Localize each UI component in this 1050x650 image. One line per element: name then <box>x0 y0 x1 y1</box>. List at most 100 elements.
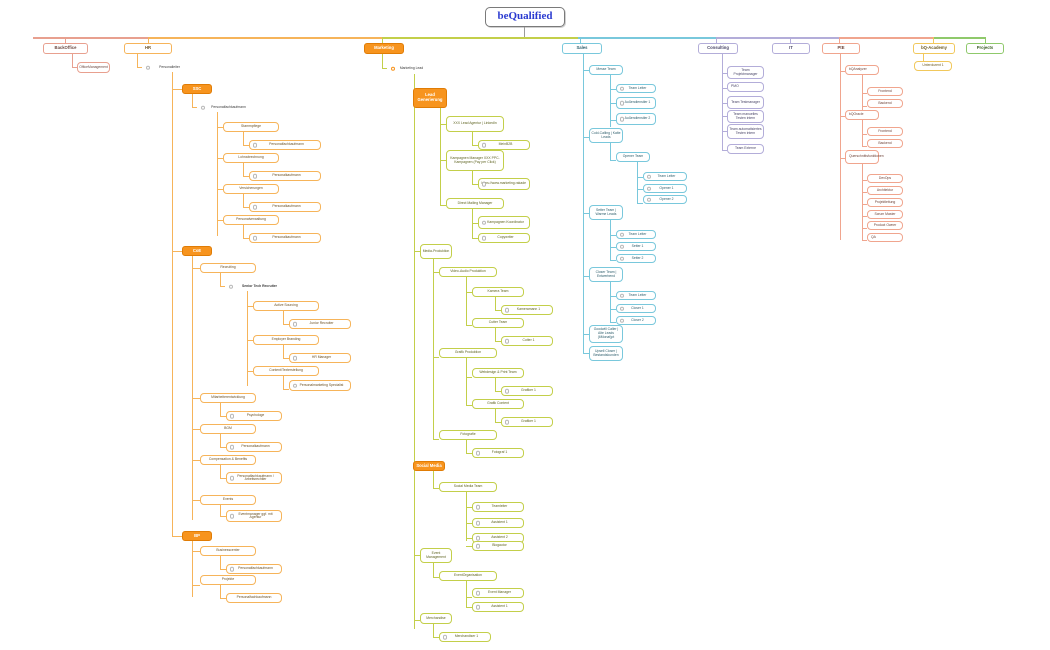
node-opener-1[interactable]: Opener 1 <box>643 184 687 193</box>
node-aussendienstler-2[interactable]: Außendienstler 2 <box>616 113 656 125</box>
node-merchandiser-1[interactable]: Merchandiser 1 <box>439 632 491 642</box>
branch-pte[interactable]: PtE <box>822 43 860 54</box>
branch-marketing[interactable]: Marketing <box>364 43 404 54</box>
node-scrum-master[interactable]: Scrum Master <box>867 210 903 219</box>
node-grafiker-1a[interactable]: Grafiker 1 <box>501 386 553 396</box>
node-messe-team-leiter[interactable]: Team Leiter <box>616 84 656 93</box>
node-pmo[interactable]: PMO <box>727 82 764 92</box>
node-bqoracle-backend[interactable]: Backend <box>867 139 903 148</box>
node-kampagnen-koordinator[interactable]: Kampagnen Koordinator <box>478 216 530 229</box>
node-querschnittsfunktionen[interactable]: Querschnittsfunktionen <box>845 150 884 164</box>
node-kameramann-1[interactable]: Kameramann 1 <box>501 305 553 315</box>
node-sm-assistent-1[interactable]: Assistent 1 <box>472 518 524 528</box>
node-marketing-lead[interactable]: Marketing Lead <box>387 63 433 74</box>
node-webdesign-print-team[interactable]: Webdesign & Print Team <box>472 368 524 378</box>
node-qa[interactable]: QA <box>867 233 903 242</box>
node-setter-team[interactable]: Setter Team | Warme Leads <box>589 205 623 220</box>
node-events[interactable]: Events <box>200 495 256 505</box>
node-eventorganisation[interactable]: EventOrganisation <box>439 571 497 581</box>
node-team-externe[interactable]: Team Externe <box>727 144 764 154</box>
node-meinb2b[interactable]: MeinB2B <box>478 140 530 150</box>
node-personalverwaltung[interactable]: Personalverwaltung <box>223 215 279 225</box>
root-node[interactable]: beQualified <box>485 7 565 27</box>
node-ssc-lead[interactable]: Personalfachkaufmann <box>197 103 257 112</box>
node-sm-teamleiter[interactable]: Teamleiter <box>472 502 524 512</box>
group-ssc[interactable]: SSC <box>182 84 212 94</box>
node-grafiker-1b[interactable]: Grafiker 1 <box>501 417 553 427</box>
node-grafik-content[interactable]: Grafik Content <box>472 399 524 409</box>
node-eventmanager[interactable]: Eventmanager ggf. mit Agentur <box>226 510 282 522</box>
branch-hr[interactable]: HR <box>124 43 172 54</box>
node-lohnabrechnung[interactable]: Lohnabrechnung <box>223 153 279 163</box>
node-personalmarketing-specialist[interactable]: Personalmarketing Specialist <box>289 380 351 391</box>
node-personalverwaltung-role[interactable]: Personalkaufmann <box>249 233 321 243</box>
node-social-media-team[interactable]: Social Media Team <box>439 482 497 492</box>
node-compensation-benefits[interactable]: Compensation & Benefits <box>200 455 256 465</box>
node-goodwill-caller[interactable]: Goodwill Caller | Alte Leads (6Monat)pt <box>589 325 623 343</box>
node-bqoracle[interactable]: bQOracle <box>845 110 879 120</box>
node-content-texterstellung[interactable]: Content/Texterstellung <box>253 366 319 376</box>
node-lohnabrechnung-role[interactable]: Personalkaufmann <box>249 171 321 181</box>
branch-bq-academy[interactable]: bQ-Academy <box>913 43 955 54</box>
group-bp[interactable]: BP <box>182 531 212 541</box>
node-kampagnen-manager[interactable]: Kampagnen Manager XXX PPC-Kampagnen (Pay… <box>446 150 504 171</box>
node-hr-manager[interactable]: HR Manager <box>289 353 351 363</box>
branch-backoffice[interactable]: BackOffice <box>43 43 88 54</box>
branch-projects[interactable]: Projects <box>966 43 1004 54</box>
node-direct-mailing-manager[interactable]: Direct Mailing Manager <box>446 198 504 209</box>
node-kamera-team[interactable]: Kamera Team <box>472 287 524 297</box>
node-fotograf-1[interactable]: Fotograf 1 <box>472 448 524 458</box>
node-businesscenter-role[interactable]: Personalfachkaufmann <box>226 564 282 574</box>
node-projekte[interactable]: Projekte <box>200 575 256 585</box>
node-unterdozent-1[interactable]: Unterdozent 1 <box>914 61 952 71</box>
node-product-owner[interactable]: Product Owner <box>867 221 903 230</box>
node-xxx-lead-agentur[interactable]: XXX Lead Agentur | LinkedIn <box>446 116 504 132</box>
node-versicherungen-role[interactable]: Personalkaufmann <box>249 202 321 212</box>
node-junior-recruiter[interactable]: Junior Recruiter <box>289 319 351 329</box>
node-closer-team-leiter[interactable]: Team Leiter <box>616 291 656 300</box>
branch-it[interactable]: IT <box>772 43 810 54</box>
node-active-sourcing[interactable]: Active Sourcing <box>253 301 319 311</box>
node-closer-2[interactable]: Closer 2 <box>616 316 656 325</box>
node-marketing-url[interactable]: https://www.marketing.rakade <box>478 178 530 190</box>
node-opener-team[interactable]: Opener Team <box>616 152 650 162</box>
node-employer-branding[interactable]: Employer Branding <box>253 335 319 345</box>
group-media-produktion[interactable]: Media-Produktion <box>420 244 452 259</box>
node-compensation-benefits-role[interactable]: Personalfachkaufmann / Arbeitsrechtler <box>226 472 282 484</box>
node-senior-tech-recruiter[interactable]: Senior Tech Recruiter <box>225 282 291 291</box>
node-team-manuelles-testen[interactable]: Team manuelles Testen intern <box>727 110 764 123</box>
group-event-management[interactable]: Event Management <box>420 548 452 563</box>
node-upsell-closer[interactable]: Upsell Closer | Bestandskunden <box>589 346 623 361</box>
node-businesscenter[interactable]: Businesscenter <box>200 546 256 556</box>
node-opener-2[interactable]: Opener 2 <box>643 195 687 204</box>
node-bgm-role[interactable]: Personalkaufmann <box>226 442 282 452</box>
node-copywriter[interactable]: Copywriter <box>478 233 530 243</box>
node-eo-assistent-1[interactable]: Assistent 1 <box>472 602 524 612</box>
node-bqoracle-frontend[interactable]: Frontend <box>867 127 903 136</box>
branch-sales[interactable]: Sales <box>562 43 602 54</box>
node-devops[interactable]: DevOps <box>867 174 903 183</box>
node-bqanalyzer-frontend[interactable]: Frontend <box>867 87 903 96</box>
node-closer-1[interactable]: Closer 1 <box>616 304 656 313</box>
node-blogautor[interactable]: Blogautor <box>472 541 524 551</box>
node-team-automatisiertes-testen[interactable]: Team automatisiertes Testen intern <box>727 124 764 139</box>
node-cutter-team[interactable]: Cutter Team <box>472 318 524 328</box>
node-mitarbeiterentwicklung[interactable]: Mitarbeiterentwicklung <box>200 393 256 403</box>
node-messe-team[interactable]: Messe Team <box>589 65 623 75</box>
node-setter-1[interactable]: Setter 1 <box>616 242 656 251</box>
node-cutter-1[interactable]: Cutter 1 <box>501 336 553 346</box>
node-team-projektmanager[interactable]: Team Projektmanager <box>727 66 764 79</box>
node-bqanalyzer-backend[interactable]: Backend <box>867 99 903 108</box>
node-architektur[interactable]: Architektur <box>867 186 903 195</box>
group-lead-generierung[interactable]: Lead Generierung <box>413 88 447 108</box>
group-social-media[interactable]: Social Media <box>413 461 445 471</box>
node-officemanagement[interactable]: OfficeManagement <box>77 62 110 73</box>
group-merchandise[interactable]: Merchandise <box>420 613 452 624</box>
node-video-audio-produktion[interactable]: Video-Audio Produktion <box>439 267 497 277</box>
node-recruiting[interactable]: Recruiting <box>200 263 256 273</box>
node-setter-team-leiter[interactable]: Team Leiter <box>616 230 656 239</box>
node-projektleitung[interactable]: Projektleitung <box>867 198 903 207</box>
node-personalleiter[interactable]: Personalleiter <box>142 63 194 72</box>
node-grafik-produktion[interactable]: Grafik Produktion <box>439 348 497 358</box>
node-stammpflege[interactable]: Stammpflege <box>223 122 279 132</box>
